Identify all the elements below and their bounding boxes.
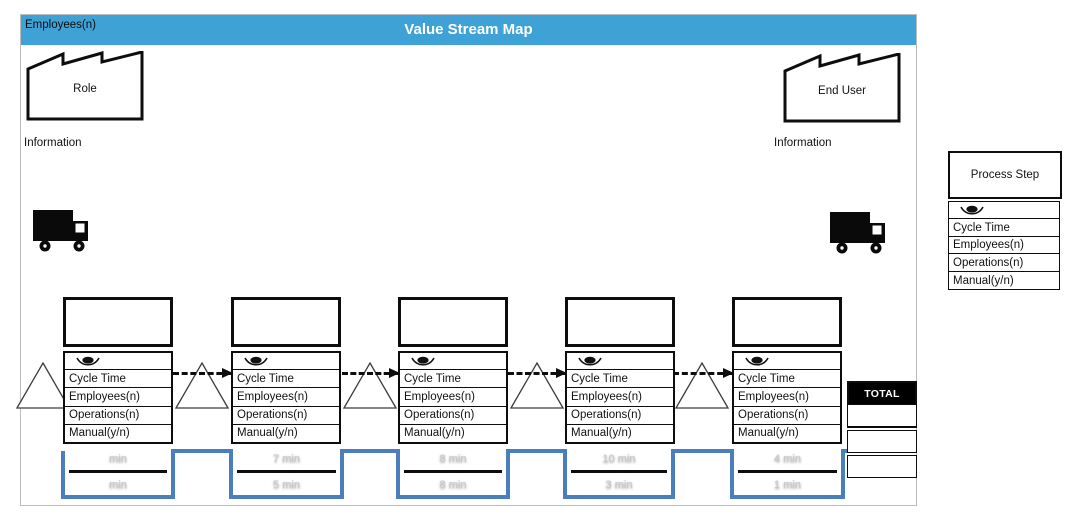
legend-stack: Cycle Time Employees(n) Operations(n) Ma… (948, 200, 1060, 291)
factory-icon (26, 50, 144, 121)
operator-row (400, 353, 506, 369)
operator-icon (745, 356, 769, 366)
field-manual: Manual(y/n) (400, 423, 506, 442)
field-cycle-time: Cycle Time (400, 369, 506, 387)
diagram-canvas: Employees(n) Value Stream Map Role End U… (16, 14, 917, 506)
truck-shipment-left[interactable] (32, 207, 94, 253)
process-data-box[interactable]: Cycle Time Employees(n) Operations(n) Ma… (231, 351, 341, 444)
timeline-divider (69, 470, 167, 473)
timeline-top-value: 7 min (273, 453, 300, 465)
page-title: Value Stream Map (404, 21, 533, 38)
arrowhead-icon (556, 368, 567, 378)
operator-icon (578, 356, 602, 366)
header-bar: Employees(n) Value Stream Map (21, 15, 916, 45)
push-arrow[interactable] (342, 368, 400, 378)
field-operations: Operations(n) (400, 405, 506, 424)
timeline-bottom-value: 8 min (439, 479, 467, 491)
push-arrow[interactable] (673, 368, 734, 378)
process-data-box[interactable]: Cycle Time Employees(n) Operations(n) Ma… (565, 351, 675, 444)
field-employees: Employees(n) (65, 387, 171, 405)
inventory-triangle-icon[interactable] (343, 362, 397, 409)
information-label-left: Information (24, 137, 82, 149)
push-arrow[interactable] (508, 368, 567, 378)
timeline-bottom-value: min (109, 479, 127, 491)
total-cell[interactable] (847, 455, 917, 478)
inventory-triangle-icon[interactable] (16, 362, 70, 409)
field-cycle-time: Cycle Time (65, 369, 171, 387)
timeline-top-value: min (109, 453, 127, 465)
operator-icon (960, 205, 984, 215)
legend-field-cycle-time[interactable]: Cycle Time (948, 218, 1060, 238)
inventory-triangle-icon[interactable] (175, 362, 229, 409)
timeline-divider (237, 470, 336, 473)
process-title-box[interactable] (732, 297, 842, 347)
operator-icon (411, 356, 435, 366)
field-manual: Manual(y/n) (567, 423, 673, 442)
field-manual: Manual(y/n) (734, 423, 840, 442)
operator-row (233, 353, 339, 369)
inventory-triangle-icon[interactable] (510, 362, 564, 409)
factory-end-user-shape[interactable]: End User (783, 52, 901, 123)
truck-icon (33, 210, 88, 252)
field-operations: Operations(n) (65, 405, 171, 424)
legend-process-step-box[interactable]: Process Step (948, 151, 1062, 199)
factory-end-user-label: End User (818, 85, 866, 97)
field-cycle-time: Cycle Time (734, 369, 840, 387)
field-manual: Manual(y/n) (65, 423, 171, 442)
total-cell[interactable] (847, 404, 917, 427)
timeline-top-value: 8 min (439, 453, 467, 465)
timeline-divider (738, 470, 837, 473)
inventory-triangle-icon[interactable] (675, 362, 729, 409)
timeline-divider (571, 470, 667, 473)
field-operations: Operations(n) (734, 405, 840, 424)
timeline-bottom-value: 3 min (605, 479, 633, 491)
field-employees: Employees(n) (233, 387, 339, 405)
timeline-bottom-value: 1 min (774, 479, 801, 491)
process-title-box[interactable] (565, 297, 675, 347)
operator-row (65, 353, 171, 369)
timeline-bottom-value: 5 min (273, 479, 300, 491)
arrowhead-icon (222, 368, 233, 378)
factory-icon (783, 52, 901, 123)
arrowhead-icon (389, 368, 400, 378)
process-title-box[interactable] (398, 297, 508, 347)
arrowhead-icon (723, 368, 734, 378)
process-data-box[interactable]: Cycle Time Employees(n) Operations(n) Ma… (398, 351, 508, 444)
information-label-right: Information (774, 137, 832, 149)
field-employees: Employees(n) (400, 387, 506, 405)
legend-field-employees[interactable]: Employees(n) (948, 235, 1060, 255)
process-title-box[interactable] (63, 297, 173, 347)
field-operations: Operations(n) (233, 405, 339, 424)
process-data-box[interactable]: Cycle Time Employees(n) Operations(n) Ma… (63, 351, 173, 444)
legend-operator-row[interactable] (948, 200, 1060, 220)
factory-role-label: Role (73, 83, 97, 95)
legend-field-manual[interactable]: Manual(y/n) (948, 271, 1060, 291)
timeline-divider (404, 470, 502, 473)
factory-role-shape[interactable]: Role (26, 50, 144, 121)
operator-row (567, 353, 673, 369)
truck-shipment-right[interactable] (829, 209, 891, 255)
field-employees: Employees(n) (567, 387, 673, 405)
operator-row (734, 353, 840, 369)
field-manual: Manual(y/n) (233, 423, 339, 442)
legend-field-operations[interactable]: Operations(n) (948, 253, 1060, 273)
field-employees: Employees(n) (734, 387, 840, 405)
process-title-box[interactable] (231, 297, 341, 347)
timeline-top-value: 4 min (774, 453, 801, 465)
field-operations: Operations(n) (567, 405, 673, 424)
header-corner-label: Employees(n) (25, 19, 96, 31)
field-cycle-time: Cycle Time (567, 369, 673, 387)
total-header: TOTAL (849, 383, 915, 405)
timeline-top-value: 10 min (602, 453, 636, 465)
field-cycle-time: Cycle Time (233, 369, 339, 387)
operator-icon (76, 356, 100, 366)
truck-icon (830, 212, 885, 254)
push-arrow[interactable] (173, 368, 233, 378)
process-data-box[interactable]: Cycle Time Employees(n) Operations(n) Ma… (732, 351, 842, 444)
operator-icon (244, 356, 268, 366)
total-cell[interactable] (847, 430, 917, 453)
